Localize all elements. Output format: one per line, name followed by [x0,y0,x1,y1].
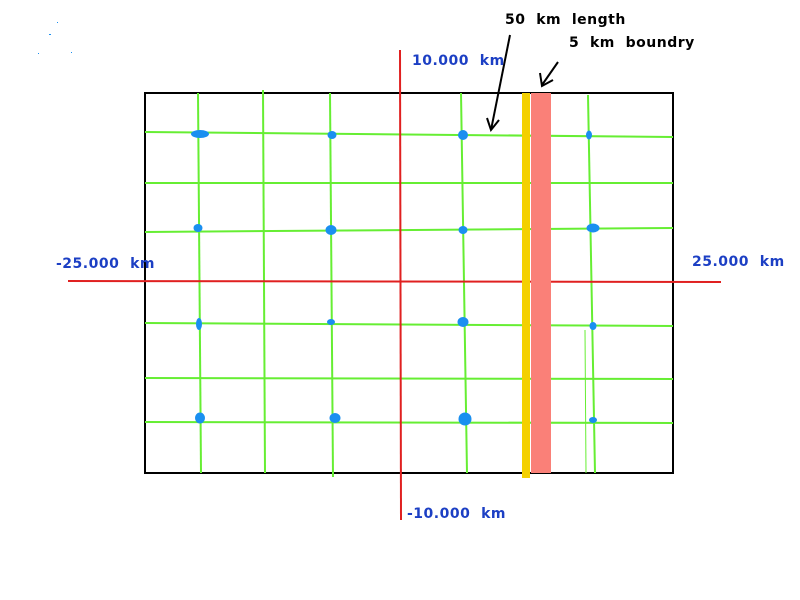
plot-frame [144,92,674,474]
stations [191,130,600,426]
grid-line-v3 [329,92,334,478]
station-marker [196,318,202,330]
grid-line-h1 [144,131,674,138]
station-marker [586,130,592,140]
length-strip [522,93,530,478]
station-marker [327,131,337,139]
grid-line-h3 [144,227,674,233]
grid-line-v5 [587,94,596,474]
boundary-strip [531,93,551,473]
grid-line-v1 [197,92,202,474]
station-marker [458,130,468,140]
station-marker [458,226,468,234]
station-marker [589,417,597,423]
station-marker [589,322,597,330]
station-marker [193,224,203,232]
y-bottom-label: -10.000 km [407,506,506,522]
boundary-annotation: 5 km boundry [569,35,695,51]
grid-line-h4 [144,322,674,327]
station-marker [195,412,205,424]
x-right-label: 25.000 km [692,254,785,270]
grid-line-v5-branch [584,329,587,474]
grid-line-h6 [144,421,674,424]
y-top-label: 10.000 km [412,53,505,69]
station-marker [586,223,600,233]
grid-horizontal [144,131,674,424]
length-arrow [486,34,511,133]
x-left-label: -25.000 km [56,256,155,272]
boundary-arrow [539,61,559,88]
stray-specks [38,22,72,54]
grid-line-v4 [460,92,468,474]
length-annotation: 50 km length [505,12,626,28]
station-marker [458,412,472,426]
station-marker [329,413,341,423]
station-marker [191,130,209,138]
station-marker [325,225,337,235]
station-marker [457,317,469,327]
station-marker [327,319,335,325]
x-axis [67,280,722,283]
y-axis [399,49,402,521]
